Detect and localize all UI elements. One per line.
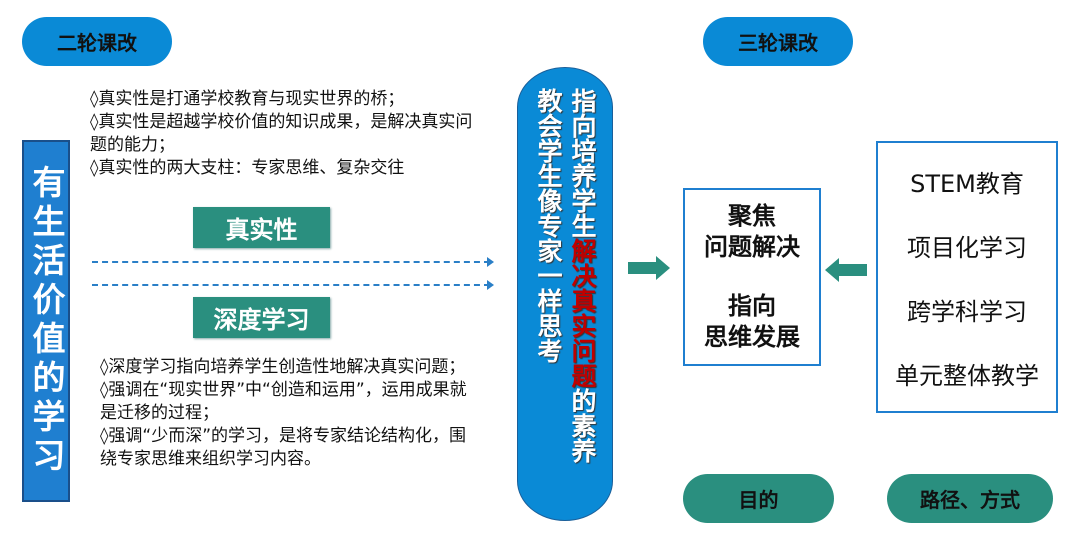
note-line: ◊强调在“现实世界”中“创造和运用”，运用成果就是迁移的过程； <box>100 380 467 423</box>
deep-learning-tag: 深度学习 <box>193 297 330 338</box>
left-arrow-icon <box>825 258 867 282</box>
goal-line: 聚焦 <box>728 202 776 230</box>
note-line: ◊真实性的两大支柱：专家思维、复杂交往 <box>90 158 405 178</box>
capsule-text: 的素养 <box>568 388 597 463</box>
note-line: ◊真实性是超越学校价值的知识成果，是解决真实问题的能力； <box>90 112 473 155</box>
third-reform-pill: 三轮课改 <box>703 17 853 66</box>
authenticity-tag: 真实性 <box>193 207 330 248</box>
method-item: 项目化学习 <box>907 233 1027 262</box>
authenticity-notes: ◊真实性是打通学校教育与现实世界的桥； ◊真实性是超越学校价值的知识成果，是解决… <box>90 88 480 180</box>
deep-learning-notes: ◊深度学习指向培养学生创造性地解决真实问题； ◊强调在“现实世界”中“创造和运用… <box>100 356 475 471</box>
goal-line: 思维发展 <box>704 323 800 351</box>
note-line: ◊深度学习指向培养学生创造性地解决真实问题； <box>100 357 466 377</box>
dashed-arrow <box>92 257 494 267</box>
method-pill: 路径、方式 <box>887 474 1053 523</box>
capsule-text: 指向培养学生 <box>568 88 597 238</box>
vertical-title: 有生活价值的学习 <box>22 140 70 502</box>
methods-box: STEM教育 项目化学习 跨学科学习 单元整体教学 <box>876 141 1058 413</box>
core-goal-capsule: 指向培养学生解决真实问题的素养 教会学生像专家一样思考 <box>517 67 613 521</box>
goal-pill: 目的 <box>683 474 834 523</box>
method-item: 跨学科学习 <box>907 297 1027 326</box>
method-item: STEM教育 <box>910 169 1024 198</box>
right-arrow-icon <box>628 256 670 280</box>
goal-box: 聚焦 问题解决 指向 思维发展 <box>683 188 821 366</box>
method-item: 单元整体教学 <box>895 361 1039 390</box>
goal-line: 问题解决 <box>704 233 800 261</box>
goal-line: 指向 <box>728 292 776 320</box>
capsule-highlight: 解决真实问题 <box>568 238 597 388</box>
capsule-text: 教会学生像专家一样思考 <box>534 88 563 363</box>
dashed-arrow <box>92 280 494 290</box>
note-line: ◊真实性是打通学校教育与现实世界的桥； <box>90 89 405 109</box>
note-line: ◊强调“少而深”的学习，是将专家结论结构化，围绕专家思维来组织学习内容。 <box>100 426 467 469</box>
second-reform-pill: 二轮课改 <box>22 17 172 66</box>
